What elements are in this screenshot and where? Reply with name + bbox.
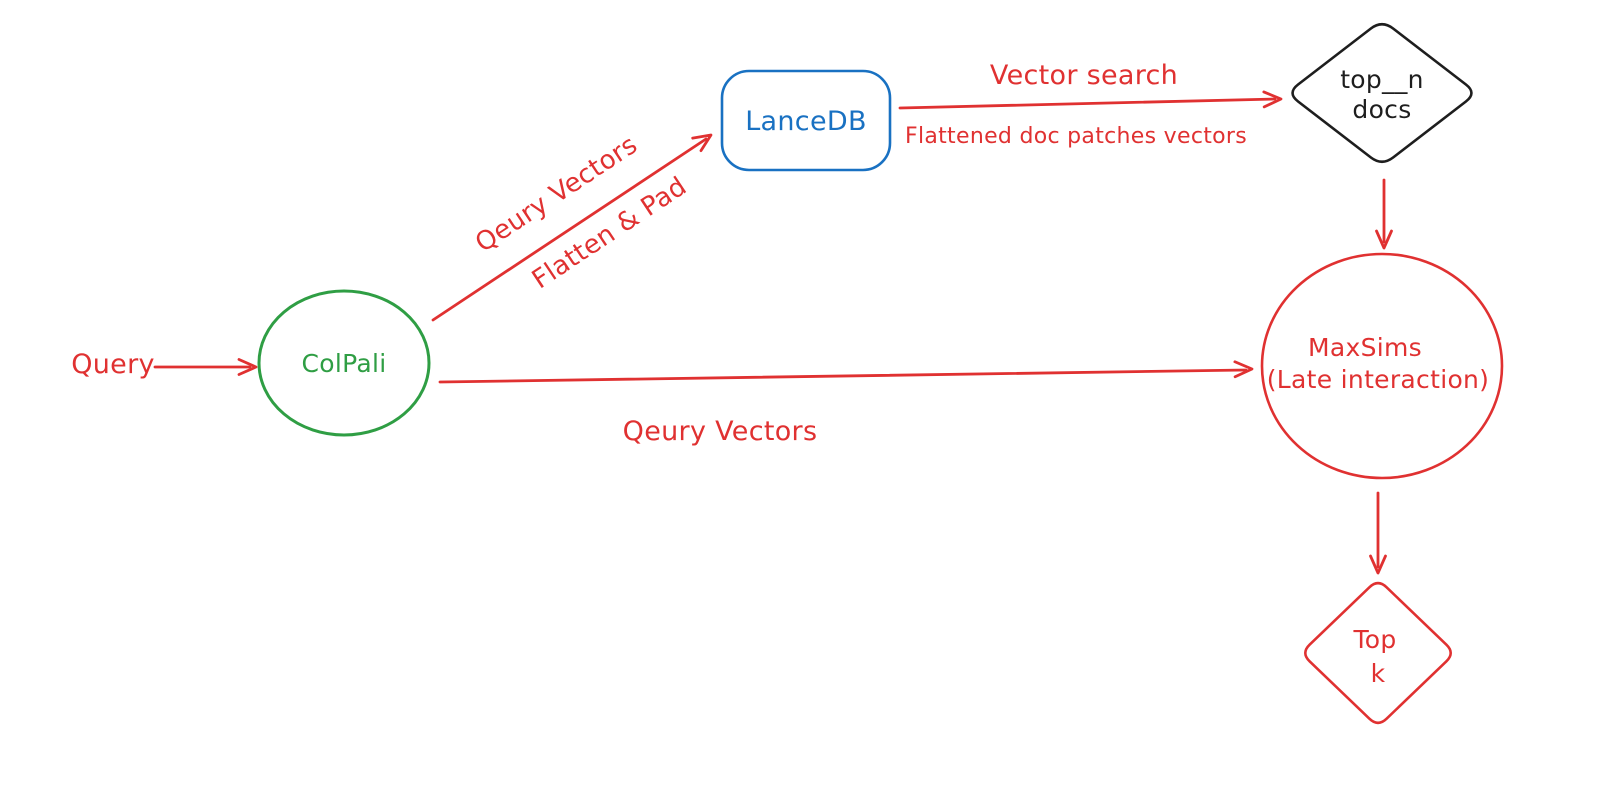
arrow-top-n-docs-to-maxsims bbox=[1375, 178, 1393, 250]
node-top-k: Top k bbox=[1304, 581, 1452, 725]
arrow-colpali-to-maxsims: Qeury Vectors bbox=[438, 360, 1254, 447]
top-k-label-line2: k bbox=[1371, 659, 1386, 688]
query-label: Query bbox=[71, 349, 155, 380]
arrowhead-icon bbox=[1262, 90, 1283, 109]
arrowhead-icon bbox=[691, 133, 713, 153]
arrow-lancedb-to-top-n-docs: Vector search Flattened doc patches vect… bbox=[898, 60, 1283, 149]
colpali-label: ColPali bbox=[302, 349, 387, 378]
node-top-n-docs: top__n docs bbox=[1291, 22, 1473, 164]
edge-label-flattened-doc-patches: Flattened doc patches vectors bbox=[905, 124, 1247, 149]
arrow-query-to-colpali bbox=[153, 358, 258, 376]
arrowhead-icon bbox=[1369, 554, 1387, 575]
top-k-label-line1: Top bbox=[1352, 625, 1396, 654]
arrow-line bbox=[438, 368, 1248, 384]
node-maxsims: MaxSims (Late interaction) bbox=[1260, 252, 1504, 480]
edge-label-vector-search: Vector search bbox=[990, 60, 1178, 91]
top-n-docs-label-line1: top__n bbox=[1340, 65, 1424, 94]
arrowhead-icon bbox=[1375, 229, 1393, 250]
lancedb-box bbox=[720, 69, 892, 172]
maxsims-circle bbox=[1260, 252, 1504, 480]
arrow-line bbox=[898, 97, 1277, 110]
top-k-diamond bbox=[1304, 581, 1452, 725]
edge-label-query-vectors-horizontal: Qeury Vectors bbox=[623, 416, 818, 447]
node-lancedb: LanceDB bbox=[720, 69, 892, 172]
lancedb-label: LanceDB bbox=[745, 106, 867, 137]
top-n-docs-diamond bbox=[1291, 22, 1473, 164]
colpali-circle bbox=[257, 289, 431, 437]
node-colpali: ColPali bbox=[257, 289, 431, 437]
maxsims-label-line2: (Late interaction) bbox=[1267, 365, 1490, 394]
arrowhead-icon bbox=[1233, 360, 1254, 379]
maxsims-label-line1: MaxSims bbox=[1308, 333, 1422, 362]
arrowhead-icon bbox=[237, 358, 258, 376]
top-n-docs-label-line2: docs bbox=[1352, 95, 1411, 124]
arrow-line bbox=[431, 137, 708, 322]
arrow-maxsims-to-top-k bbox=[1369, 491, 1387, 575]
